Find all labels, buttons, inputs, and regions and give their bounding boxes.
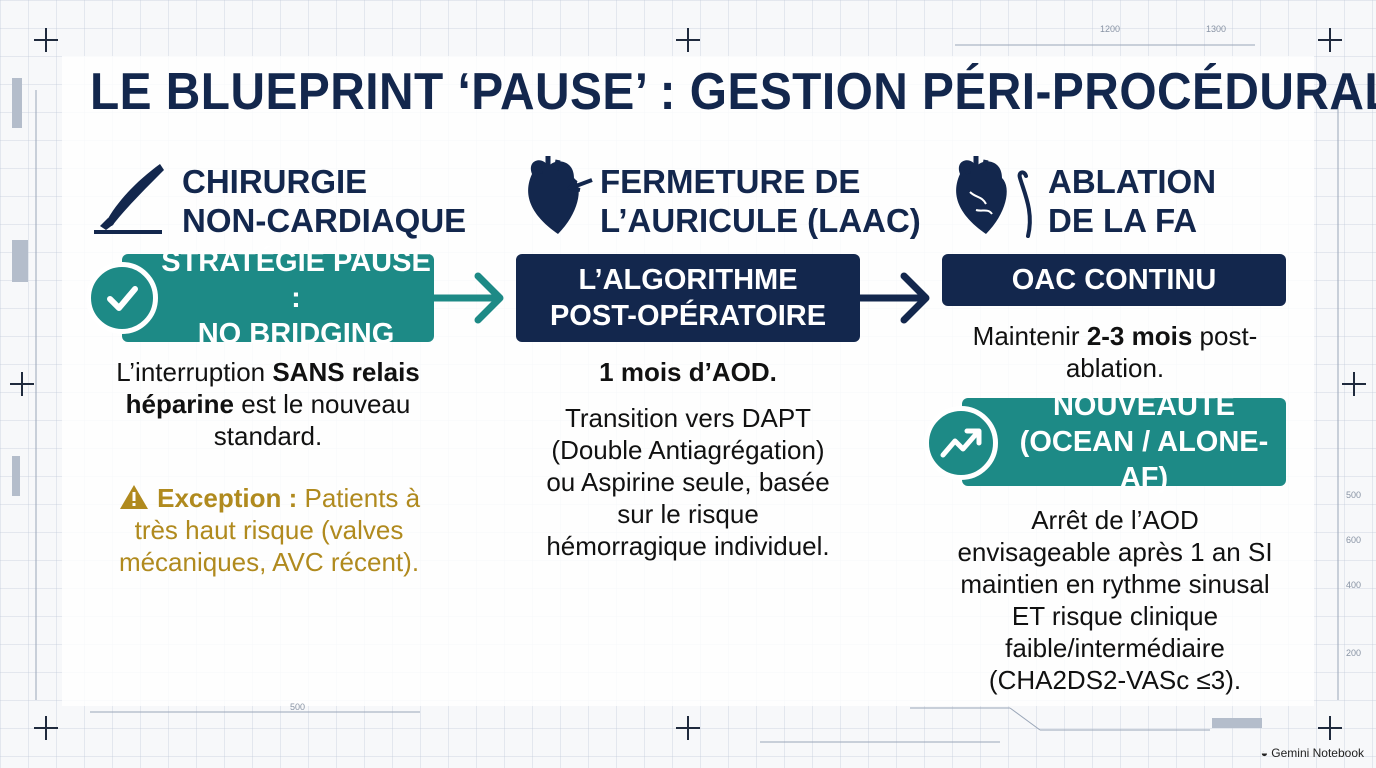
surgery-text-heparin: héparine <box>125 389 234 419</box>
exception-label: Exception : <box>157 483 298 513</box>
ablation-text-bold: 2-3 mois <box>1086 321 1193 351</box>
svg-text:500: 500 <box>1346 490 1361 500</box>
exception-text: Patients à très haut risque (valves méca… <box>118 483 421 577</box>
brand-icon: ◒ <box>1260 746 1268 760</box>
column-heading-laac: FERMETURE DE L’AURICULE (LAAC) <box>600 163 921 239</box>
laac-body-text: Transition vers DAPT (Double Antiagrégat… <box>546 403 830 561</box>
content-panel <box>62 56 1314 706</box>
new-evidence-box: NOUVEAUTÉ (OCEAN / ALONE-AF) <box>962 390 1286 494</box>
exception-note: Exception : Patients à très haut risque … <box>104 482 434 578</box>
ablation-text-post: post-ablation. <box>1065 321 1258 383</box>
heart-catheter-icon <box>946 152 1042 249</box>
svg-text:1300: 1300 <box>1206 24 1226 34</box>
svg-text:500: 500 <box>290 702 305 712</box>
brand-label: Gemini Notebook <box>1271 746 1364 760</box>
surgery-text-pre: L’interruption <box>116 357 273 387</box>
surgery-text-bold: SANS relais <box>272 357 420 387</box>
scalpel-icon <box>88 160 168 241</box>
ablation-text-pre: Maintenir <box>972 321 1087 351</box>
svg-text:400: 400 <box>1346 580 1361 590</box>
column-heading-surgery: CHIRURGIE NON-CARDIAQUE <box>182 163 467 239</box>
trend-up-icon <box>924 406 998 480</box>
svg-text:600: 600 <box>1346 535 1361 545</box>
arrow-icon <box>856 268 934 333</box>
warning-icon <box>119 485 148 509</box>
ablation-body-text: Maintenir 2-3 mois post-ablation. <box>960 320 1270 384</box>
page-title: LE BLUEPRINT ‘PAUSE’ : GESTION PÉRI-PROC… <box>90 63 1376 121</box>
heart-appendage-icon <box>518 154 598 245</box>
strategy-pause-box: STRATÉGIE PAUSE : NO BRIDGING <box>122 246 434 350</box>
surgery-body-text: L’interruption SANS relais héparine est … <box>100 356 436 452</box>
surgery-text-post: est le nouveau standard. <box>213 389 411 451</box>
brand-mark: ◒ Gemini Notebook <box>1261 746 1364 760</box>
oac-continuous-box: OAC CONTINU <box>942 254 1286 306</box>
algorithm-box: L’ALGORITHME POST-OPÉRATOIRE <box>516 254 860 342</box>
check-icon <box>86 262 158 334</box>
svg-text:200: 200 <box>1346 648 1361 658</box>
column-heading-ablation: ABLATION DE LA FA <box>1048 163 1217 239</box>
new-evidence-body-text: Arrêt de l’AOD envisageable après 1 an S… <box>957 505 1273 695</box>
arrow-icon <box>430 268 508 333</box>
svg-text:1200: 1200 <box>1100 24 1120 34</box>
laac-lead: 1 mois d’AOD. <box>599 357 777 387</box>
